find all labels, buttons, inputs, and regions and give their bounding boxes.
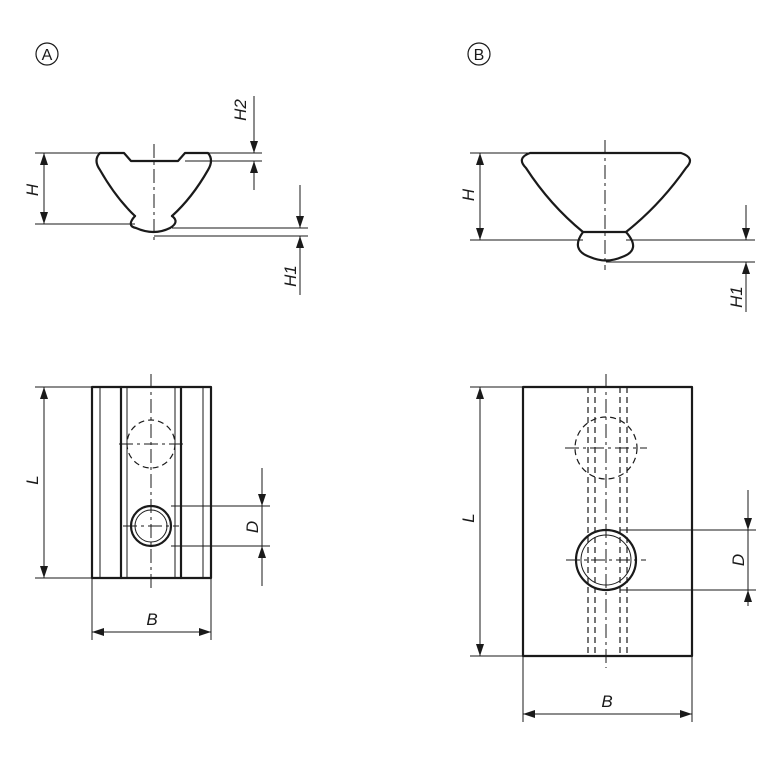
variant-b-dim-B: B bbox=[522, 656, 693, 722]
variant-b-dim-L: L bbox=[459, 386, 523, 657]
variant-b-dim-H1: H1 bbox=[606, 205, 755, 312]
variant-a-dim-D: D bbox=[171, 468, 270, 586]
variant-a-dim-H2: H2 bbox=[185, 96, 262, 190]
variant-a-label-H1: H1 bbox=[281, 265, 300, 287]
variant-a-label-B: B bbox=[146, 610, 157, 629]
variant-b-tag-text: B bbox=[474, 47, 485, 64]
variant-a-dim-H: H bbox=[23, 152, 135, 225]
variant-a-label-D: D bbox=[243, 521, 262, 533]
variant-a-tag-text: A bbox=[42, 47, 53, 64]
variant-b-label-H: H bbox=[459, 188, 478, 201]
variant-a: A H H2 bbox=[23, 42, 308, 640]
variant-a-label-H: H bbox=[23, 183, 42, 196]
variant-b-side-view bbox=[520, 140, 692, 270]
variant-a-tag: A bbox=[35, 42, 59, 66]
variant-a-dim-H1: H1 bbox=[154, 185, 308, 295]
variant-b-tag: B bbox=[467, 42, 491, 66]
variant-b-label-D: D bbox=[729, 554, 748, 566]
variant-b-label-L: L bbox=[459, 513, 478, 522]
variant-a-dim-B: B bbox=[91, 578, 212, 640]
variant-b: B H H1 bbox=[459, 42, 756, 722]
variant-b-dim-D: D bbox=[620, 490, 756, 606]
variant-b-label-H1: H1 bbox=[727, 286, 746, 308]
variant-a-label-L: L bbox=[23, 475, 42, 484]
variant-b-top-view bbox=[521, 374, 694, 668]
variant-b-dim-H: H bbox=[459, 152, 583, 241]
variant-a-side-view bbox=[95, 144, 213, 244]
variant-a-label-H2: H2 bbox=[231, 99, 250, 121]
variant-a-top-view bbox=[90, 374, 213, 590]
variant-a-dim-L: L bbox=[23, 386, 92, 579]
variant-b-label-B: B bbox=[601, 692, 612, 711]
